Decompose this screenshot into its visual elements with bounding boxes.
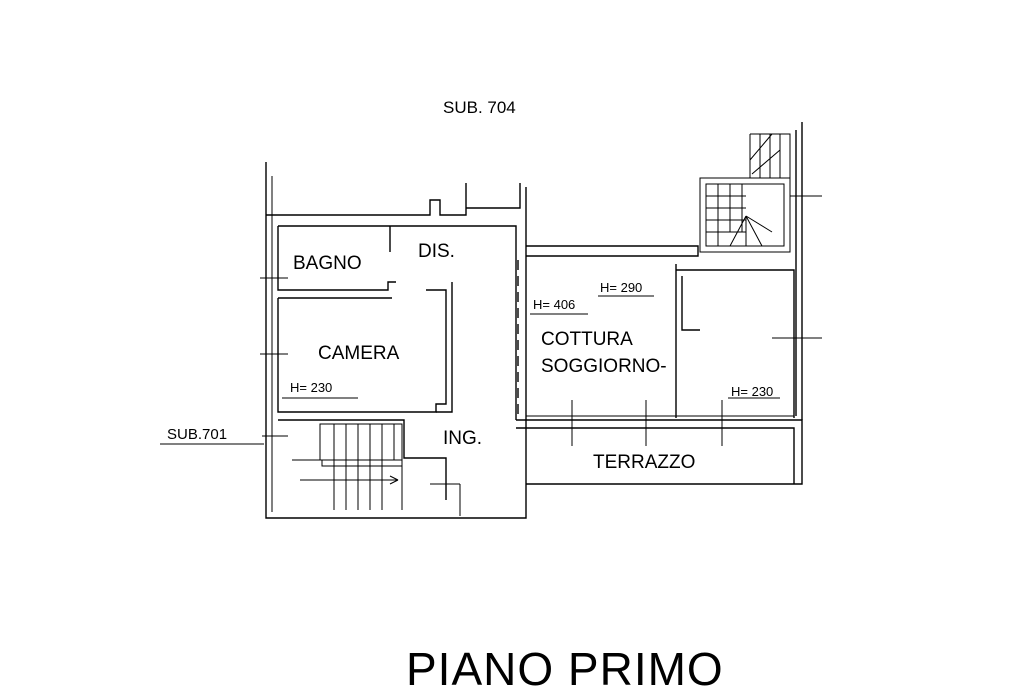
terrazzo-wall — [516, 419, 803, 485]
room-camera: CAMERA — [318, 343, 400, 364]
room-ing: ING. — [443, 428, 483, 449]
camera-wall — [277, 289, 447, 413]
ing-wall — [278, 419, 447, 500]
height-soggiorno-a: H= 406 — [533, 297, 576, 312]
sub-top-label: SUB. 704 — [443, 98, 516, 117]
room-cottura: COTTURA — [541, 329, 633, 350]
room-terrazzo: TERRAZZO — [593, 452, 696, 473]
right-stair — [699, 133, 791, 253]
left-stair — [292, 423, 403, 510]
right-outer-wall — [795, 122, 803, 420]
height-soggiorno-b: H= 290 — [600, 280, 643, 295]
drawing-title: PIANO PRIMO — [406, 643, 724, 695]
top-wall-inner — [278, 225, 517, 420]
room-soggiorno: SOGGIORNO- — [541, 356, 667, 377]
top-wall — [266, 183, 521, 216]
height-right-room: H= 230 — [731, 384, 774, 399]
room-bagno: BAGNO — [293, 253, 362, 274]
tick-marks — [160, 195, 822, 516]
height-camera: H= 230 — [290, 380, 333, 395]
camera-inner — [436, 282, 453, 413]
outer-wall-left — [265, 162, 527, 519]
middle-top-wall — [526, 245, 699, 257]
room-dis: DIS. — [418, 241, 455, 262]
right-room — [675, 264, 795, 418]
bagno-wall — [277, 226, 396, 291]
sub-left-label: SUB.701 — [167, 426, 228, 443]
h-underlines — [282, 295, 780, 399]
